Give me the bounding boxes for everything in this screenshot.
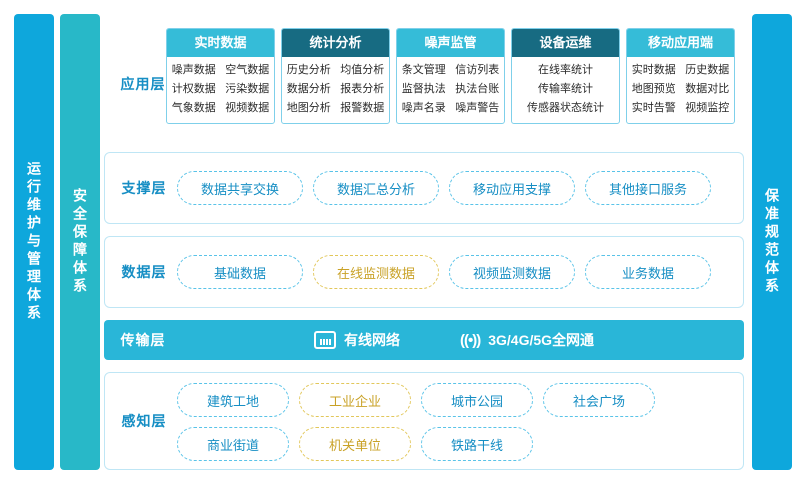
data-item: 业务数据 [585,255,711,289]
support-item: 数据共享交换 [177,171,303,205]
sidebar-operation-maintenance: 运行维护与管理体系 [14,14,54,470]
application-item: 信访列表 [455,64,500,76]
application-item: 监督执法 [401,83,446,95]
transmission-item-wired: 有线网络 [314,330,400,350]
application-layer: 应用层 实时数据 噪声数据 空气数据 计权数据 污染数据 [104,28,744,140]
application-item: 地图预览 [631,83,676,95]
application-item: 噪声数据 [171,64,216,76]
application-item: 噪声警告 [455,102,500,114]
sidebar-standard-specification-label: 保准规范体系 [764,188,780,296]
application-item: 气象数据 [171,102,216,114]
transmission-item-wireless: ((•)) 3G/4G/5G全网通 [460,330,594,350]
application-item: 条文管理 [401,64,446,76]
application-item: 在线率统计 [538,64,593,76]
data-layer-label: 数据层 [121,264,167,280]
application-item: 实时告警 [631,102,676,114]
application-column-mobile: 移动应用端 实时数据 历史数据 地图预览 数据对比 实时告警 视频监控 [626,28,735,124]
perception-item: 铁路干线 [421,427,533,461]
perception-items: 建筑工地 工业企业 城市公园 社会广场 商业街道 机关单位 铁路干线 [177,373,655,471]
application-item: 实时数据 [631,64,676,76]
application-item: 传感器状态统计 [527,102,604,114]
data-layer: 数据层 基础数据 在线监测数据 视频监测数据 业务数据 [104,236,744,308]
application-item: 视频监控 [685,102,730,114]
sidebar-standard-specification: 保准规范体系 [752,14,792,470]
transmission-layer: 传输层 有线网络 ((•)) 3G/4G/5G全网通 [104,320,744,360]
support-items: 数据共享交换 数据汇总分析 移动应用支撑 其他接口服务 [177,171,711,205]
perception-layer: 感知层 建筑工地 工业企业 城市公园 社会广场 商业街道 机关单位 铁路干线 [104,372,744,470]
support-item: 数据汇总分析 [313,171,439,205]
transmission-item-label: 有线网络 [344,332,400,348]
perception-item: 建筑工地 [177,383,289,417]
data-item: 在线监测数据 [313,255,439,289]
application-item: 报警数据 [340,102,385,114]
application-item: 传输率统计 [538,83,593,95]
application-item: 数据对比 [685,83,730,95]
support-item: 移动应用支撑 [449,171,575,205]
perception-item: 社会广场 [543,383,655,417]
data-item: 视频监测数据 [449,255,575,289]
application-columns: 实时数据 噪声数据 空气数据 计权数据 污染数据 气象数据 视频数据 [166,28,735,124]
application-column-title: 统计分析 [282,29,389,57]
application-item: 噪声名录 [401,102,446,114]
lan-icon [314,331,336,349]
data-items: 基础数据 在线监测数据 视频监测数据 业务数据 [177,255,711,289]
application-column-realtime: 实时数据 噪声数据 空气数据 计权数据 污染数据 气象数据 视频数据 [166,28,275,124]
support-layer-label: 支撑层 [121,180,167,196]
data-item: 基础数据 [177,255,303,289]
sidebar-operation-maintenance-label: 运行维护与管理体系 [26,161,42,323]
application-column-title: 实时数据 [167,29,274,57]
application-item: 视频数据 [225,102,270,114]
application-item: 历史分析 [286,64,331,76]
application-item: 空气数据 [225,64,270,76]
perception-row: 建筑工地 工业企业 城市公园 社会广场 [177,383,655,417]
application-column-title: 设备运维 [512,29,619,57]
perception-item: 工业企业 [299,383,411,417]
perception-item: 商业街道 [177,427,289,461]
perception-row: 商业街道 机关单位 铁路干线 [177,427,655,461]
application-item: 报表分析 [340,83,385,95]
support-layer: 支撑层 数据共享交换 数据汇总分析 移动应用支撑 其他接口服务 [104,152,744,224]
application-item: 执法台账 [455,83,500,95]
application-item: 污染数据 [225,83,270,95]
application-item: 数据分析 [286,83,331,95]
application-item: 历史数据 [685,64,730,76]
application-item: 地图分析 [286,102,331,114]
application-layer-label: 应用层 [120,76,166,92]
perception-layer-label: 感知层 [121,413,167,429]
transmission-items: 有线网络 ((•)) 3G/4G/5G全网通 [314,320,594,360]
support-item: 其他接口服务 [585,171,711,205]
layers-container: 应用层 实时数据 噪声数据 空气数据 计权数据 污染数据 [104,14,744,470]
wireless-signal-icon: ((•)) [460,331,481,349]
application-item: 计权数据 [171,83,216,95]
application-column-title: 移动应用端 [627,29,734,57]
sidebar-security-assurance: 安全保障体系 [60,14,100,470]
application-column-statistics: 统计分析 历史分析 均值分析 数据分析 报表分析 地图分析 报警数据 [281,28,390,124]
transmission-item-label: 3G/4G/5G全网通 [488,332,595,348]
application-column-title: 噪声监管 [397,29,504,57]
application-item: 均值分析 [340,64,385,76]
application-column-device-ops: 设备运维 在线率统计 传输率统计 传感器状态统计 [511,28,620,124]
transmission-layer-label: 传输层 [120,332,166,348]
sidebar-security-assurance-label: 安全保障体系 [72,188,88,296]
application-column-noise-supervision: 噪声监管 条文管理 信访列表 监督执法 执法台账 噪声名录 噪声警告 [396,28,505,124]
perception-item: 机关单位 [299,427,411,461]
perception-item: 城市公园 [421,383,533,417]
